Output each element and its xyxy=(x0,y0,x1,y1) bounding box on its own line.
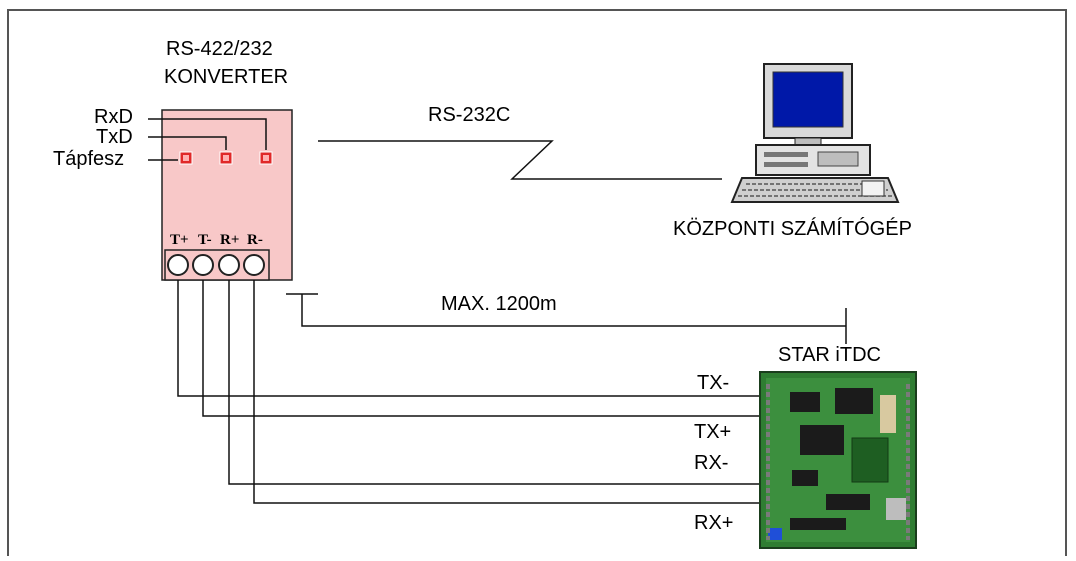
txd-leader xyxy=(148,136,227,150)
signal-label-tx-minus: TX- xyxy=(697,372,730,394)
outer-frame xyxy=(7,9,1067,556)
terminal-label-t-minus: T- xyxy=(198,232,212,248)
power-label: Tápfesz xyxy=(53,148,125,170)
signal-label-rx-plus: RX+ xyxy=(694,512,734,534)
terminal-label-r-minus: R- xyxy=(247,232,263,248)
terminal-label-r-plus: R+ xyxy=(220,232,240,248)
terminal-label-t-plus: T+ xyxy=(170,232,189,248)
computer-icon xyxy=(730,63,900,203)
terminal-screws xyxy=(167,254,265,276)
power-led-icon xyxy=(179,151,193,165)
signal-label-tx-plus: TX+ xyxy=(694,421,732,443)
converter-title-line2: KONVERTER xyxy=(164,66,289,88)
controller-label: STAR iTDC xyxy=(778,344,881,366)
controller-board-icon xyxy=(759,371,917,549)
signal-label-rx-minus: RX- xyxy=(694,452,729,474)
converter-title-line1: RS-422/232 xyxy=(166,38,273,60)
txd-label: TxD xyxy=(96,126,133,148)
wire-rx-plus xyxy=(253,280,760,504)
rxd-led-icon xyxy=(259,151,273,165)
max-distance-label: MAX. 1200m xyxy=(441,293,557,315)
rs232-cable xyxy=(318,140,722,180)
wire-tx-plus xyxy=(202,280,760,417)
distance-line xyxy=(286,293,847,344)
computer-label: KÖZPONTI SZÁMÍTÓGÉP xyxy=(673,218,912,240)
wire-rx-minus xyxy=(228,280,760,485)
txd-led-icon xyxy=(219,151,233,165)
wire-tx-minus xyxy=(177,280,760,397)
rxd-label: RxD xyxy=(94,106,133,128)
rs232-label: RS-232C xyxy=(428,104,511,126)
rxd-leader xyxy=(148,118,267,150)
